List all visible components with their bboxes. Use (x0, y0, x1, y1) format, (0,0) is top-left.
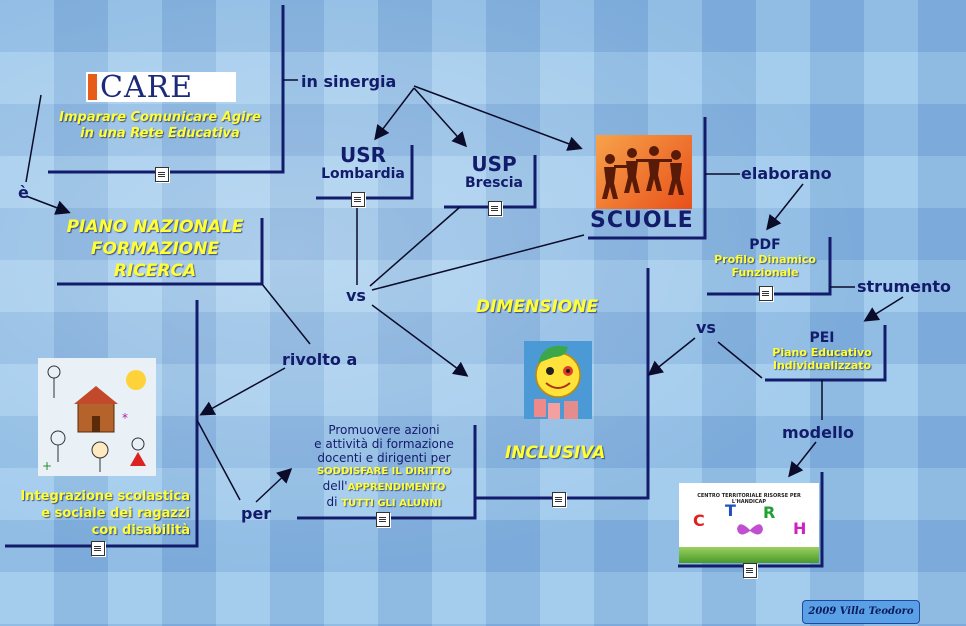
link-e: è (18, 183, 29, 202)
note-icon[interactable] (155, 167, 169, 182)
link-strumento: strumento (857, 277, 952, 296)
link-vs-left: vs (346, 286, 366, 305)
pdf-title: PDF (749, 237, 781, 253)
icare-logo: CARE (86, 70, 236, 105)
node-pei[interactable]: PEI Piano Educativo Individualizzato (762, 330, 882, 372)
promuovere-line3: docenti e dirigenti per (317, 451, 451, 465)
link-per: per (241, 504, 272, 523)
link-vs-right: vs (696, 318, 716, 337)
node-usr[interactable]: USR Lombardia (308, 144, 418, 182)
promuovere-line5: dell'APPRENDIMENTO (300, 479, 468, 495)
map-link-icon[interactable] (552, 492, 566, 507)
svg-text:+: + (42, 459, 52, 473)
node-integrazione[interactable]: Integrazione scolastica e sociale dei ra… (4, 488, 190, 539)
icare-subtitle-line1: Imparare Comunicare Agire (59, 110, 261, 125)
usp-title: USP (471, 152, 517, 176)
link-modello: modello (782, 423, 854, 442)
ctrh-letter-h: H (793, 519, 807, 538)
node-usp[interactable]: USP Brescia (446, 153, 542, 191)
svg-text:*: * (122, 411, 128, 425)
link-elaborano: elaborano (741, 164, 832, 183)
pdf-line2: Funzionale (731, 266, 799, 279)
integrazione-line1: Integrazione scolastica (20, 489, 190, 504)
promuovere-line4: SODDISFARE IL DIRITTO (316, 466, 452, 477)
child-drawing-image: +* (38, 358, 156, 476)
node-dimensione[interactable]: DIMENSIONE (476, 297, 599, 317)
smiley-figure (534, 345, 581, 419)
icare-i-mark (88, 74, 97, 100)
promuovere-line6-pre: di (326, 495, 342, 509)
signature-badge: 2009 Villa Teodoro (802, 600, 920, 624)
node-promuovere[interactable]: Promuovere azioni e attività di formazio… (300, 423, 468, 511)
note-icon[interactable] (743, 563, 757, 578)
pei-title: PEI (809, 330, 835, 346)
usr-title: USR (339, 143, 387, 167)
piano-line2: FORMAZIONE (90, 239, 220, 259)
note-icon[interactable] (91, 541, 105, 556)
node-pdf[interactable]: PDF Profilo Dinamico Funzionale (705, 237, 825, 279)
people-chain-image (596, 135, 692, 209)
pei-line2: Individualizzato (772, 359, 872, 372)
usr-subtitle: Lombardia (321, 166, 405, 182)
note-icon[interactable] (376, 512, 390, 527)
usp-subtitle: Brescia (465, 175, 523, 191)
node-inclusiva[interactable]: INCLUSIVA (505, 443, 606, 463)
ctrh-letter-t: T (725, 501, 736, 520)
ctrh-banner: CENTRO TERRITORIALE RISORSE PER L'HANDIC… (697, 493, 801, 505)
integrazione-line3: con disabilità (91, 523, 190, 538)
child-drawing-figure: +* (42, 365, 146, 473)
icare-subtitle-line2: in una Rete Educativa (80, 126, 240, 141)
smiley-image (524, 341, 592, 419)
ctrh-letter-c: C (693, 511, 705, 530)
pdf-line1: Profilo Dinamico (714, 253, 816, 266)
piano-line1: PIANO NAZIONALE (66, 217, 244, 237)
promuovere-line6-hl: TUTTI GLI ALUNNI (341, 498, 442, 509)
note-icon[interactable] (759, 286, 773, 301)
promuovere-line5-hl: APPRENDIMENTO (347, 482, 446, 493)
link-rivolto-a: rivolto a (282, 350, 358, 369)
icare-subtitle: Imparare Comunicare Agire in una Rete Ed… (40, 110, 280, 142)
promuovere-line2: e attività di formazione (314, 437, 454, 451)
butterfly-icon (737, 524, 763, 535)
piano-line3: RICERCA (113, 261, 197, 281)
integrazione-line2: e sociale dei ragazzi (41, 506, 190, 521)
pei-line1: Piano Educativo (772, 346, 872, 359)
ctrh-letter-r: R (763, 503, 776, 522)
node-piano-nazionale[interactable]: PIANO NAZIONALE FORMAZIONE RICERCA (50, 216, 260, 282)
node-scuole[interactable]: SCUOLE (590, 208, 694, 233)
promuovere-line6: di TUTTI GLI ALUNNI (300, 495, 468, 511)
ctrh-image[interactable]: CENTRO TERRITORIALE RISORSE PER L'HANDIC… (679, 483, 819, 563)
promuovere-line1: Promuovere azioni (328, 423, 440, 437)
people-chain-figure (602, 146, 684, 199)
link-in-sinergia: in sinergia (301, 72, 397, 91)
icare-wordmark: CARE (100, 70, 194, 105)
grass-strip (679, 547, 819, 563)
note-icon[interactable] (488, 201, 502, 216)
promuovere-line5-pre: dell' (322, 479, 348, 493)
note-icon[interactable] (351, 192, 365, 207)
